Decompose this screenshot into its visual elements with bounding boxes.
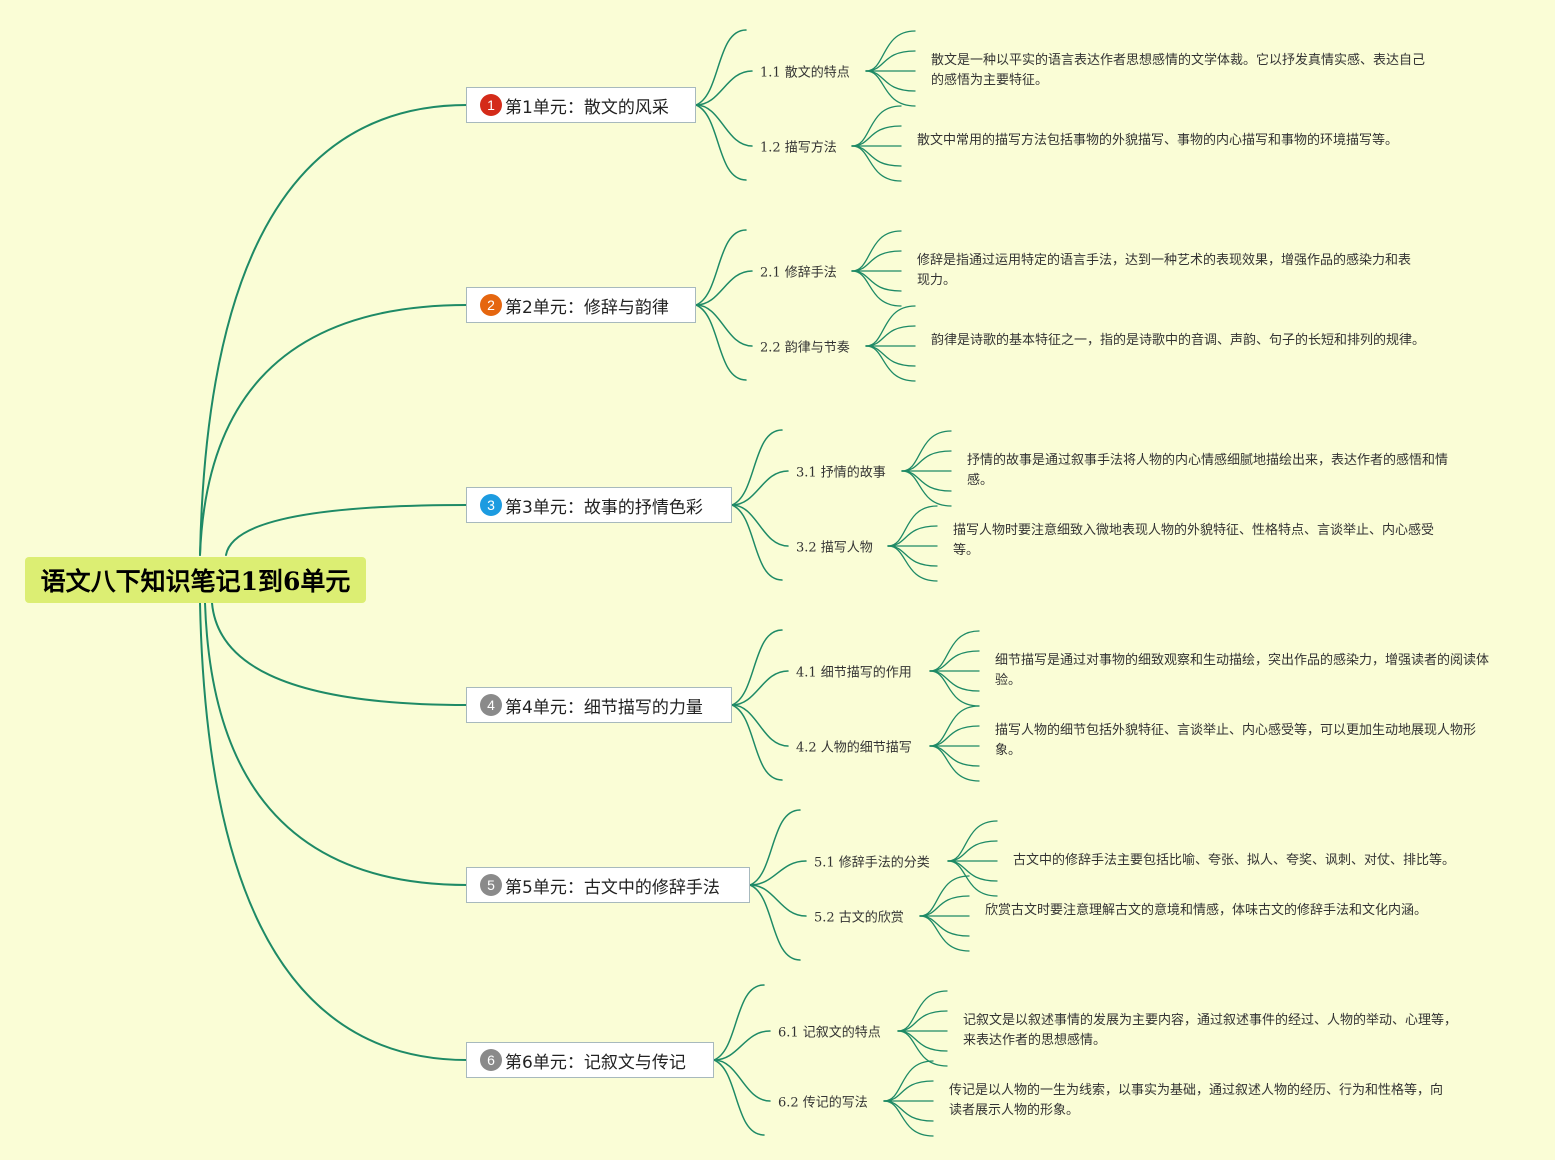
subtopic-5-2[interactable]: 5.2 古文的欣赏 bbox=[814, 910, 904, 926]
number-badge-icon: 4 bbox=[480, 694, 502, 716]
unit-topic-1[interactable]: 1 第1单元：散文的风采 bbox=[466, 87, 696, 123]
number-badge-icon: 1 bbox=[480, 94, 502, 116]
description-3-1: 抒情的故事是通过叙事手法将人物的内心情感细腻地描绘出来，表达作者的感悟和情感。 bbox=[967, 453, 1449, 488]
description-6-1: 记叙文是以叙述事情的发展为主要内容，通过叙述事件的经过、人物的举动、心理等，来表… bbox=[963, 1013, 1458, 1048]
subtopic-4-2[interactable]: 4.2 人物的细节描写 bbox=[796, 740, 912, 756]
description-1-1: 散文是一种以平实的语言表达作者思想感情的文学体裁。它以抒发真情实感、表达自己的感… bbox=[931, 53, 1426, 88]
subtopic-6-2[interactable]: 6.2 传记的写法 bbox=[778, 1095, 868, 1111]
description-4-1: 细节描写是通过对事物的细致观察和生动描绘，突出作品的感染力，增强读者的阅读体验。 bbox=[995, 653, 1490, 688]
unit-topic-2[interactable]: 2 第2单元：修辞与韵律 bbox=[466, 287, 696, 323]
number-badge-icon: 5 bbox=[480, 874, 502, 896]
description-2-1: 修辞是指通过运用特定的语言手法，达到一种艺术的表现效果，增强作品的感染力和表现力… bbox=[917, 253, 1412, 288]
description-5-1: 古文中的修辞手法主要包括比喻、夸张、拟人、夸奖、讽刺、对仗、排比等。 bbox=[1013, 853, 1456, 868]
description-4-2: 描写人物的细节包括外貌特征、言谈举止、内心感受等，可以更加生动地展现人物形象。 bbox=[995, 723, 1477, 758]
subtopic-1-1[interactable]: 1.1 散文的特点 bbox=[760, 65, 850, 81]
unit-title: 第4单元：细节描写的力量 bbox=[505, 697, 703, 718]
subtopic-5-1[interactable]: 5.1 修辞手法的分类 bbox=[814, 855, 930, 871]
unit-topic-6[interactable]: 6 第6单元：记叙文与传记 bbox=[466, 1042, 714, 1078]
description-3-2: 描写人物时要注意细致入微地表现人物的外貌特征、性格特点、言谈举止、内心感受等。 bbox=[953, 523, 1435, 558]
description-6-2: 传记是以人物的一生为线索，以事实为基础，通过叙述人物的经历、行为和性格等，向读者… bbox=[949, 1083, 1444, 1118]
description-2-2: 韵律是诗歌的基本特征之一，指的是诗歌中的音调、声韵、句子的长短和排列的规律。 bbox=[931, 333, 1426, 348]
unit-title: 第1单元：散文的风采 bbox=[505, 97, 669, 118]
unit-title: 第3单元：故事的抒情色彩 bbox=[505, 497, 703, 518]
root-topic[interactable]: 语文八下知识笔记1到6单元 bbox=[25, 557, 366, 603]
unit-title: 第2单元：修辞与韵律 bbox=[505, 297, 669, 318]
subtopic-2-1[interactable]: 2.1 修辞手法 bbox=[760, 265, 837, 281]
subtopic-3-2[interactable]: 3.2 描写人物 bbox=[796, 540, 873, 556]
unit-title: 第6单元：记叙文与传记 bbox=[505, 1052, 686, 1073]
root-title: 语文八下知识笔记1到6单元 bbox=[40, 567, 351, 596]
number-badge-icon: 6 bbox=[480, 1049, 502, 1071]
subtopic-6-1[interactable]: 6.1 记叙文的特点 bbox=[778, 1025, 881, 1041]
description-5-2: 欣赏古文时要注意理解古文的意境和情感，体味古文的修辞手法和文化内涵。 bbox=[985, 903, 1428, 918]
number-badge-icon: 3 bbox=[480, 494, 502, 516]
unit-title: 第5单元：古文中的修辞手法 bbox=[505, 877, 720, 898]
subtopic-1-2[interactable]: 1.2 描写方法 bbox=[760, 140, 837, 156]
unit-topic-4[interactable]: 4 第4单元：细节描写的力量 bbox=[466, 687, 732, 723]
unit-topic-5[interactable]: 5 第5单元：古文中的修辞手法 bbox=[466, 867, 750, 903]
unit-topic-3[interactable]: 3 第3单元：故事的抒情色彩 bbox=[466, 487, 732, 523]
subtopic-4-1[interactable]: 4.1 细节描写的作用 bbox=[796, 665, 912, 681]
number-badge-icon: 2 bbox=[480, 294, 502, 316]
subtopic-3-1[interactable]: 3.1 抒情的故事 bbox=[796, 465, 886, 481]
subtopic-2-2[interactable]: 2.2 韵律与节奏 bbox=[760, 340, 850, 356]
description-1-2: 散文中常用的描写方法包括事物的外貌描写、事物的内心描写和事物的环境描写等。 bbox=[917, 133, 1399, 148]
